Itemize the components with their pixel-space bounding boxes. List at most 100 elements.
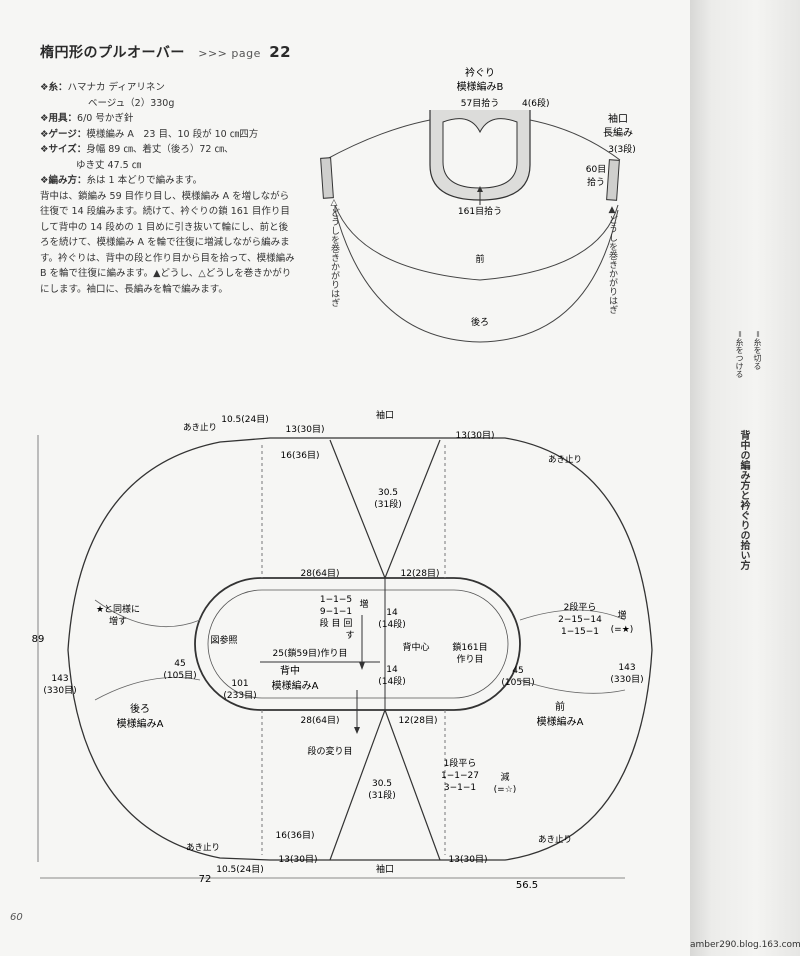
dim-12-top: 12(28目) xyxy=(401,568,440,579)
outer-body-outline xyxy=(67,437,653,861)
size-label: ❖サイズ： xyxy=(40,144,87,155)
dim-14-bottom: 14 xyxy=(386,665,398,675)
page-title: 楕円形のプルオーバー >>> page 22 xyxy=(40,42,291,62)
open-stop-bottom-left: あき止り xyxy=(186,842,220,853)
cuff-top-label: 袖口 xyxy=(376,409,394,421)
increase-steps-3: 段 目 回 xyxy=(320,617,353,629)
dim-143-right: 143 xyxy=(618,663,635,673)
back-label: 背中 xyxy=(280,664,300,677)
chain-161-label: 鎖161目 xyxy=(452,641,487,653)
size-value: 身幅 89 ㎝、着丈（後ろ）72 ㎝、 xyxy=(86,144,234,155)
dim-101: 101 xyxy=(231,679,248,689)
title-text: 楕円形のプルオーバー xyxy=(40,45,185,61)
body-upper-outline xyxy=(324,119,621,161)
dim-16-top: 16(36目) xyxy=(281,450,320,461)
collar-inner xyxy=(442,118,518,189)
dim-45-left: 45 xyxy=(174,659,185,669)
tool-label: ❖用具： xyxy=(40,113,78,124)
dim-10-5-bottom: 10.5(24目) xyxy=(216,864,264,875)
collar-label: 衿ぐり xyxy=(465,66,495,79)
dim-14-bottom-rows: (14段) xyxy=(378,675,405,687)
yarn-value: ハマナカ ディアリネン xyxy=(67,82,165,93)
collar-pattern: 模様編みB xyxy=(457,80,504,93)
open-stop-bottom-right: あき止り xyxy=(538,834,572,845)
front-body-pattern: 模様編みA xyxy=(537,715,584,728)
top-front-label: 前 xyxy=(475,253,484,265)
page-ref-number: 22 xyxy=(269,43,292,61)
method-value: 糸は 1 本どりで編みます。 xyxy=(86,175,203,186)
gauge-value: 模様編み A 23 目、10 段が 10 ㎝四方 xyxy=(86,128,259,140)
gauge-label: ❖ゲージ： xyxy=(40,128,87,140)
method-label: ❖編み方： xyxy=(40,175,87,186)
open-stop-top-left: あき止り xyxy=(183,422,217,433)
dim-12-bottom: 12(28目) xyxy=(399,715,438,726)
body-front-outline xyxy=(334,204,619,281)
dim-45-left-rows: (105目) xyxy=(163,670,196,681)
back-panel-inner xyxy=(207,589,509,699)
main-diagram: 袖口 袖口 10.5(24目) 10.5(24目) 13(30目) 13(30目… xyxy=(32,409,653,891)
dim-13-top-left: 13(30目) xyxy=(286,424,325,435)
dim-45-right: 45 xyxy=(512,666,523,676)
right-increase-mark-2: (=★) xyxy=(611,625,634,635)
decrease-2: 1−1−27 xyxy=(441,771,479,781)
see-figure-note: 図参照 xyxy=(210,634,237,646)
back-body-label: 後ろ xyxy=(130,702,150,715)
attach-yarn-note: ＝糸をつける xyxy=(735,330,744,378)
decrease-mark-2: (=☆) xyxy=(494,785,517,795)
dim-30-5-top: 30.5 xyxy=(378,488,398,498)
back-center-label: 背中心 xyxy=(402,641,429,653)
page-ref: >>> page xyxy=(198,47,261,60)
cut-yarn-note: ＝糸を切る xyxy=(753,330,762,370)
page-gutter: ＝糸をつける ＝糸を切る 背中の編み方と衿ぐりの拾い方 xyxy=(690,0,800,956)
right-cuff xyxy=(606,159,620,201)
seam-right-note: ▲どうしを巻きかがりはぎ xyxy=(607,205,617,314)
yarn-value-2: ベージュ（2）330g xyxy=(88,97,175,109)
dim-14-top-rows: (14段) xyxy=(378,618,405,630)
dim-13-bottom-right: 13(30目) xyxy=(449,854,488,865)
cuff-bottom-label: 袖口 xyxy=(376,863,394,875)
back-pattern: 模様編みA xyxy=(272,679,319,692)
cuff-pickup: 60目 xyxy=(586,164,606,175)
dim-30-5-bottom: 30.5 xyxy=(372,779,392,789)
right-increase-mark: 増 xyxy=(617,609,626,621)
right-increase-2: 2−15−14 xyxy=(558,615,602,625)
cuff-rows: 3(3段) xyxy=(608,143,635,155)
neck-pickup: 161目拾う xyxy=(458,205,502,217)
dim-10-5-top: 10.5(24目) xyxy=(221,414,269,425)
dim-28-bottom: 28(64目) xyxy=(301,715,340,726)
increase-steps: 1−1−5 xyxy=(320,595,352,605)
tool-value: 6/0 号かぎ針 xyxy=(77,113,134,124)
inc-same-note: ★と同様に xyxy=(96,603,140,615)
decrease-mark: 減 xyxy=(500,771,509,783)
cuff-pattern: 長編み xyxy=(603,126,633,139)
cuff-label: 袖口 xyxy=(608,112,628,125)
dim-143-right-rows: (330目) xyxy=(610,674,643,685)
dim-14-top: 14 xyxy=(386,608,398,618)
pattern-specs: ❖糸：ハマナカ ディアリネン ベージュ（2）330g ❖用具：6/0 号かぎ針 … xyxy=(40,80,295,297)
top-back-label: 後ろ xyxy=(471,316,489,328)
dim-13-bottom-left: 13(30目) xyxy=(279,854,318,865)
collar-rows: 4(6段) xyxy=(522,97,549,109)
top-schematic: 衿ぐり 模様編みB 57目拾う 4(6段) 袖口 長編み 3(3段) 60目 拾… xyxy=(320,66,636,343)
dim-25-chain: 25(鎖59目)作り目 xyxy=(273,647,348,659)
left-cuff xyxy=(320,157,334,199)
increase-mark-2: す xyxy=(345,630,354,641)
dim-101-rows: (233目) xyxy=(223,690,256,701)
size-value-2: ゆき丈 47.5 ㎝ xyxy=(76,159,142,171)
row-change-label: 段の変り目 xyxy=(307,745,352,757)
method-body: 背中は、鎖編み 59 目作り目し、模様編み A を増しながら往復で 14 段編み… xyxy=(40,190,295,295)
right-increase-3: 1−15−1 xyxy=(561,627,599,637)
increase-steps-2: 9−1−1 xyxy=(320,607,352,617)
dim-30-5-top-rows: (31段) xyxy=(374,498,401,510)
seam-left-note: △どうしを巻きかがりはぎ xyxy=(329,198,339,307)
dim-28-top: 28(64目) xyxy=(301,568,340,579)
dim-56-5: 56.5 xyxy=(516,880,538,891)
back-body-pattern: 模様編みA xyxy=(117,717,164,730)
dim-16-bottom: 16(36目) xyxy=(276,830,315,841)
increase-mark: 増 xyxy=(359,598,368,610)
collar-pickup: 57目拾う xyxy=(461,97,499,109)
inc-same-note-2: 増す xyxy=(109,615,127,627)
front-body-label: 前 xyxy=(555,700,565,713)
dim-45-right-rows: (105目) xyxy=(501,677,534,688)
yarn-label: ❖糸： xyxy=(40,82,68,93)
